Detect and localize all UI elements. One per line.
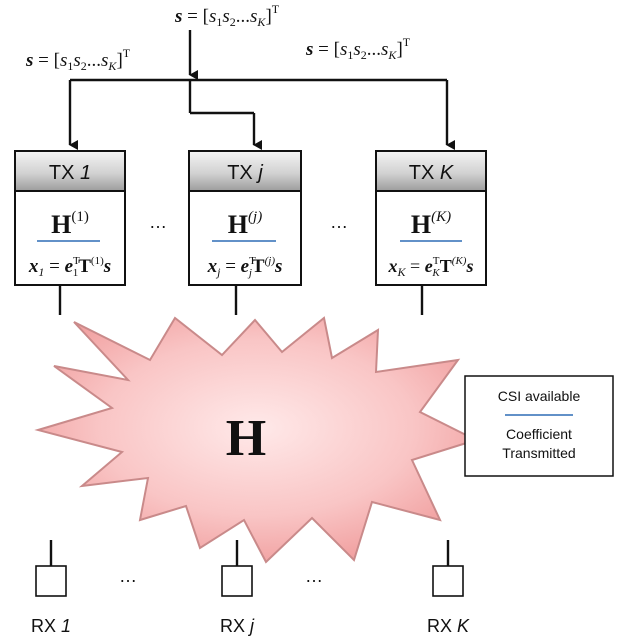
- svg-text:s = [s1s2...sK]T: s = [s1s2...sK]T: [25, 46, 131, 73]
- channel-label: H: [226, 410, 266, 467]
- tx-title-k: TX K: [409, 162, 455, 184]
- legend-line-3: Transmitted: [502, 445, 575, 461]
- tx-body-j: [188, 190, 302, 286]
- tx-title-1: TX 1: [49, 162, 91, 184]
- tx-body-1: [14, 190, 126, 286]
- tx-header-j: [188, 150, 302, 192]
- rx-node-1: RX 1: [31, 540, 71, 636]
- legend-box: [464, 375, 614, 477]
- tx-body-k: [375, 190, 487, 286]
- distribution-lines: [68, 30, 455, 150]
- svg-text:s = [s1s2...sK]T: s = [s1s2...sK]T: [305, 35, 411, 62]
- rx-ellipsis-right: …: [305, 566, 323, 586]
- tx-channel-matrix-j: H(j): [228, 209, 262, 239]
- tx-ellipsis-left: …: [149, 212, 167, 232]
- svg-text:s = [s1s2...sK]T: s = [s1s2...sK]T: [174, 2, 280, 29]
- rx-box-1: [35, 565, 67, 597]
- signal-left-label: s = [s1s2...sK]T: [25, 46, 131, 73]
- tx-channel-matrix-1: H(1): [51, 209, 89, 239]
- rx-box-j: [221, 565, 253, 597]
- rx-box-k: [432, 565, 464, 597]
- tx-title-j: TX j: [227, 162, 263, 184]
- rx-ellipsis-left: …: [119, 566, 137, 586]
- rx-node-j: RX j: [220, 540, 255, 636]
- rx-label-k: RX K: [427, 616, 470, 636]
- tx-header-k: [375, 150, 487, 192]
- legend-line-2: Coefficient: [506, 426, 572, 442]
- signal-right-label: s = [s1s2...sK]T: [305, 35, 411, 62]
- legend: CSI available Coefficient Transmitted: [464, 375, 614, 477]
- tx-channel-matrix-k: H(K): [411, 209, 451, 239]
- channel-burst: H: [34, 316, 479, 564]
- legend-line-1: CSI available: [498, 388, 581, 404]
- signal-top-label: s = [s1s2...sK]T: [174, 2, 280, 29]
- rx-label-j: RX j: [220, 616, 255, 636]
- rx-label-1: RX 1: [31, 616, 71, 636]
- tx-ellipsis-right: …: [330, 212, 348, 232]
- channel-burst-shape: [34, 316, 479, 564]
- rx-node-k: RX K: [427, 540, 470, 636]
